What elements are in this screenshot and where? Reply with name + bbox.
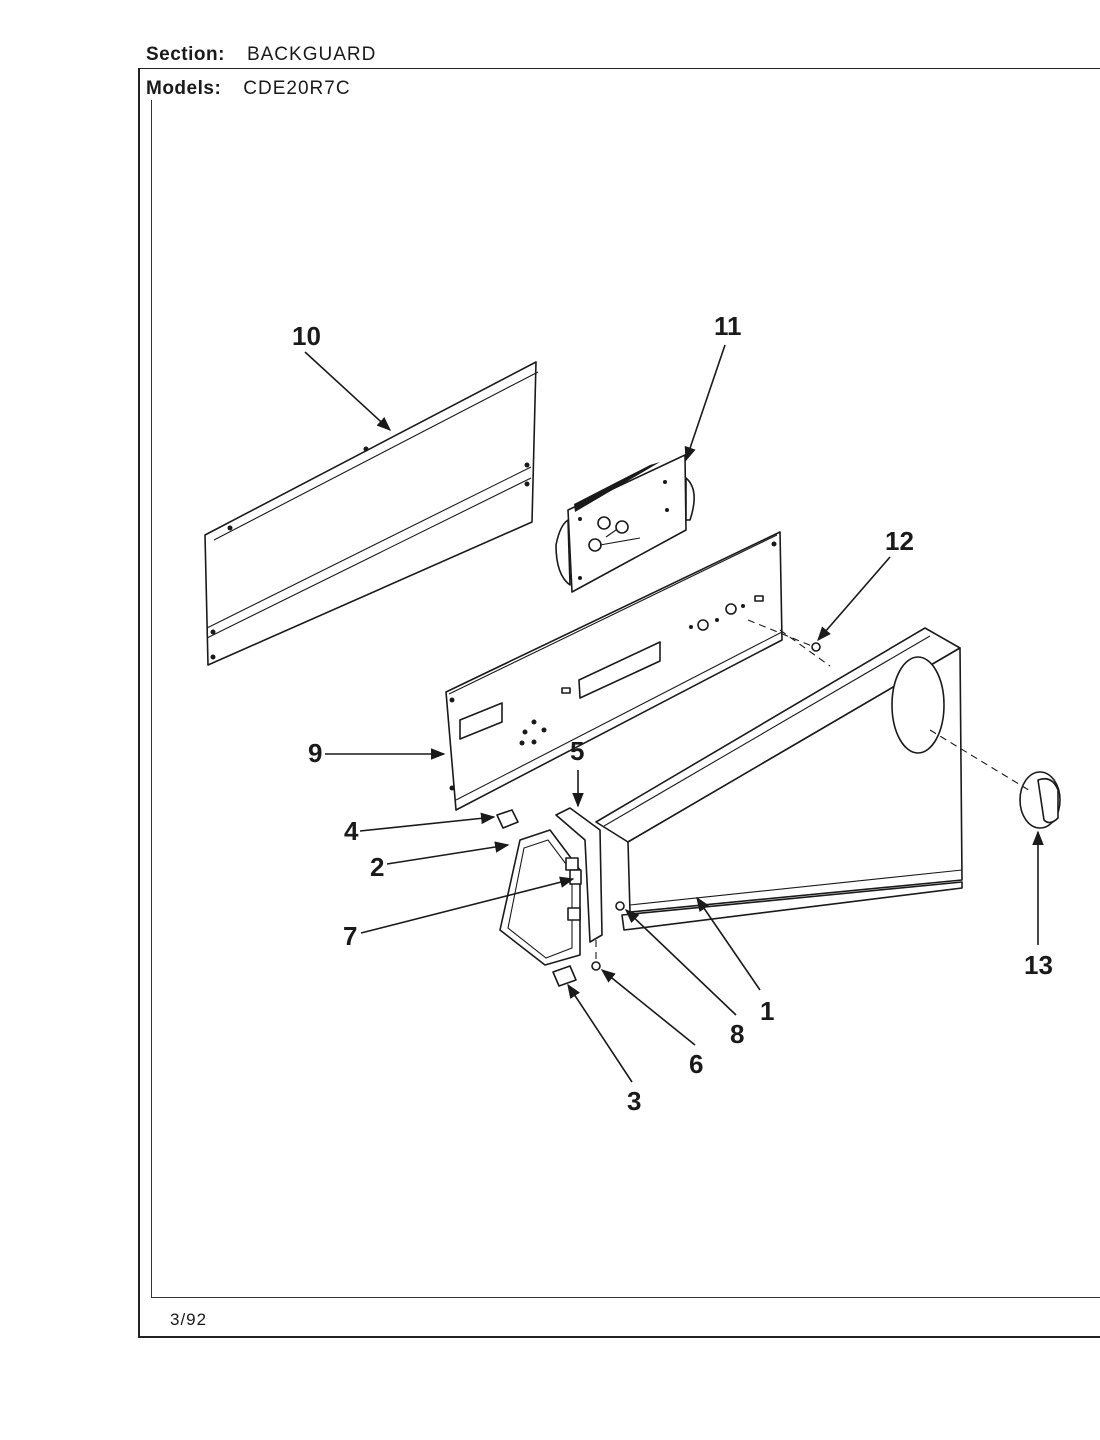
callout-6: 6 — [689, 1049, 703, 1079]
part-2-end-cap — [499, 829, 581, 966]
revision-date: 3/92 — [170, 1310, 208, 1329]
callout-12: 12 — [885, 526, 914, 556]
models-header: Models: CDE20R7C — [146, 78, 351, 100]
part-11-control-assembly — [555, 454, 695, 593]
part-1-backguard-housing — [595, 627, 963, 931]
callout-labels: 10 11 12 9 4 2 7 5 1 8 6 3 13 — [292, 311, 1053, 1116]
callout-5: 5 — [570, 736, 584, 766]
callout-2: 2 — [370, 852, 384, 882]
callout-1: 1 — [760, 996, 774, 1026]
callout-11: 11 — [714, 311, 742, 341]
part-4-bracket — [496, 809, 519, 829]
callout-4: 4 — [344, 816, 359, 846]
part-13-knob — [1019, 771, 1061, 829]
callout-7: 7 — [343, 921, 357, 951]
callout-9: 9 — [308, 738, 322, 768]
alignment-line-panel — [779, 629, 831, 667]
callout-10: 10 — [292, 321, 321, 351]
section-value: BACKGUARD — [246, 44, 377, 65]
part-12-screw — [811, 642, 821, 652]
part-8-screw — [615, 901, 625, 911]
models-value: CDE20R7C — [243, 78, 351, 99]
part-10-rear-panel — [204, 361, 539, 666]
models-label: Models: — [146, 78, 222, 99]
alignment-line-knob — [929, 729, 1033, 793]
callout-8: 8 — [730, 1019, 744, 1049]
diagram-frame — [151, 100, 1100, 1298]
part-6-screw — [591, 961, 601, 971]
part-7-clip — [569, 869, 582, 885]
leader-lines — [304, 344, 1044, 1083]
callout-13: 13 — [1024, 950, 1053, 980]
callout-3: 3 — [627, 1086, 641, 1116]
section-label: Section: — [146, 44, 225, 65]
section-header: Section: BACKGUARD — [146, 44, 376, 66]
part-9-control-panel — [445, 531, 783, 811]
part-3-bracket — [552, 965, 577, 987]
part-5-trim-strip — [555, 807, 603, 943]
page-frame — [138, 68, 1100, 1338]
